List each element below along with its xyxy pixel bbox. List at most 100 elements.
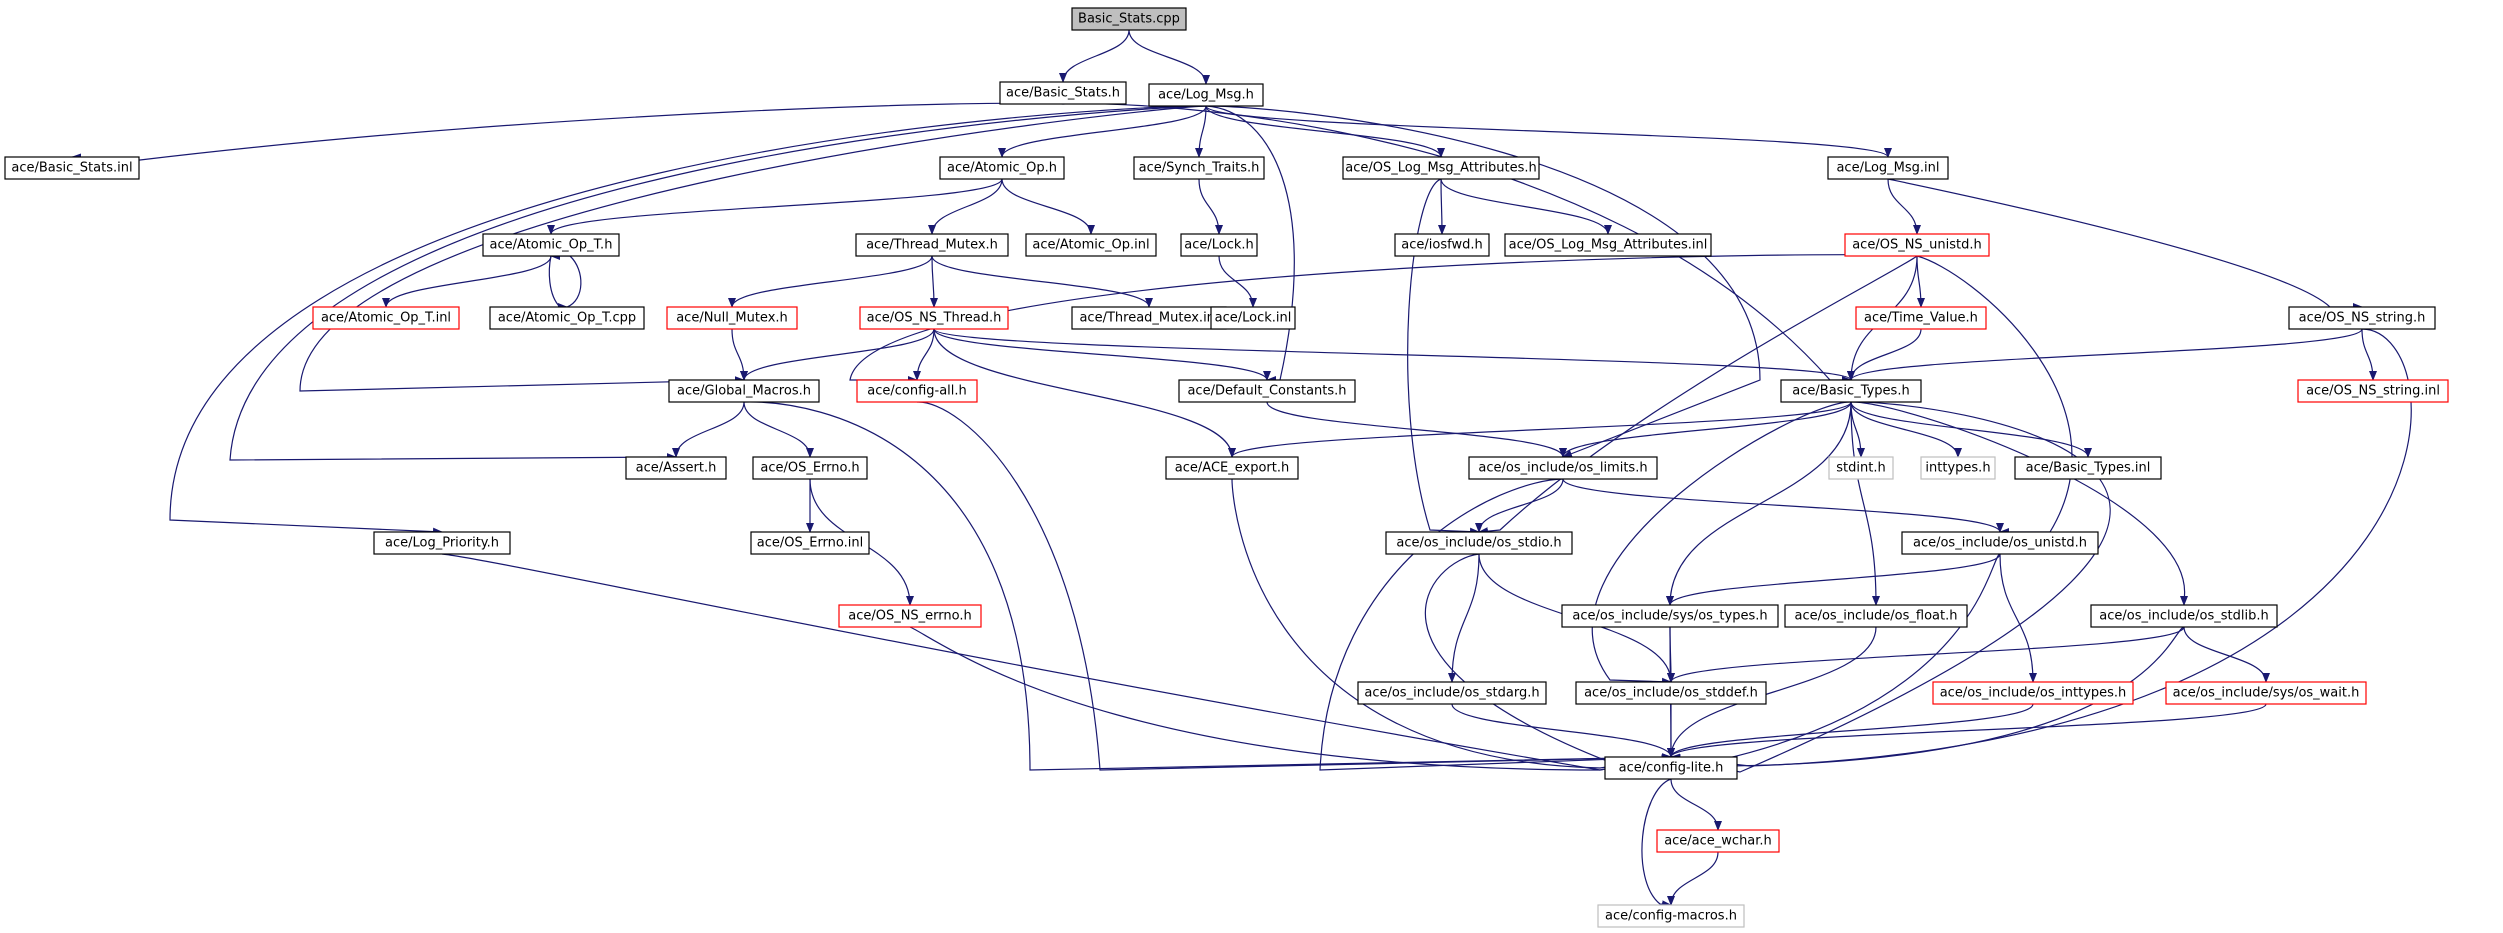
node-lock_h[interactable]: ace/Lock.h <box>1180 233 1258 257</box>
node-box[interactable] <box>668 379 820 403</box>
node-sys_os_types_h[interactable]: ace/os_include/sys/os_types.h <box>1561 604 1779 628</box>
node-box[interactable] <box>1604 756 1738 780</box>
node-ace_wchar_h[interactable]: ace/ace_wchar.h <box>1656 829 1780 853</box>
node-box[interactable] <box>838 604 982 628</box>
node-box[interactable] <box>1148 83 1264 107</box>
node-os_stdarg_h[interactable]: ace/os_include/os_stdarg.h <box>1357 681 1547 705</box>
node-thread_mutex_inl[interactable]: ace/Thread_Mutex.inl <box>1071 306 1227 330</box>
node-box[interactable] <box>1932 681 2134 705</box>
node-null_mutex_h[interactable]: ace/Null_Mutex.h <box>666 306 798 330</box>
node-box[interactable] <box>1827 156 1949 180</box>
node-os_ns_string_inl[interactable]: ace/OS_NS_string.inl <box>2297 379 2449 403</box>
node-os_stddef_h[interactable]: ace/os_include/os_stddef.h <box>1575 681 1767 705</box>
node-box[interactable] <box>1357 681 1547 705</box>
node-os_ns_thread_h[interactable]: ace/OS_NS_Thread.h <box>859 306 1009 330</box>
node-os_log_msg_attr_h[interactable]: ace/OS_Log_Msg_Attributes.h <box>1342 156 1540 180</box>
node-iosfwd_h[interactable]: ace/iosfwd.h <box>1394 233 1490 257</box>
node-box[interactable] <box>1780 379 1922 403</box>
node-lock_inl[interactable]: ace/Lock.inl <box>1210 306 1296 330</box>
node-box[interactable] <box>2288 306 2436 330</box>
node-box[interactable] <box>1844 233 1990 257</box>
node-default_constants_h[interactable]: ace/Default_Constants.h <box>1178 379 1356 403</box>
node-basic_types_inl[interactable]: ace/Basic_Types.inl <box>2014 456 2162 480</box>
node-box[interactable] <box>1828 456 1894 480</box>
node-box[interactable] <box>999 81 1127 105</box>
node-os_ns_errno_h[interactable]: ace/OS_NS_errno.h <box>838 604 982 628</box>
node-box[interactable] <box>1342 156 1540 180</box>
node-thread_mutex_h[interactable]: ace/Thread_Mutex.h <box>855 233 1009 257</box>
node-box[interactable] <box>939 156 1065 180</box>
node-os_errno_h[interactable]: ace/OS_Errno.h <box>752 456 868 480</box>
node-box[interactable] <box>373 531 511 555</box>
node-basic_stats_h[interactable]: ace/Basic_Stats.h <box>999 81 1127 105</box>
node-atomic_op_h[interactable]: ace/Atomic_Op.h <box>939 156 1065 180</box>
node-basic_types_h[interactable]: ace/Basic_Types.h <box>1780 379 1922 403</box>
node-assert_h[interactable]: ace/Assert.h <box>625 456 727 480</box>
node-os_inttypes_h[interactable]: ace/os_include/os_inttypes.h <box>1932 681 2134 705</box>
node-box[interactable] <box>2165 681 2367 705</box>
node-atomic_op_t_h[interactable]: ace/Atomic_Op_T.h <box>482 233 620 257</box>
node-time_value_h[interactable]: ace/Time_Value.h <box>1855 306 1987 330</box>
node-box[interactable] <box>489 306 645 330</box>
node-os_unistd_h[interactable]: ace/os_include/os_unistd.h <box>1901 531 2099 555</box>
node-stdint_h[interactable]: stdint.h <box>1828 456 1894 480</box>
node-box[interactable] <box>855 233 1009 257</box>
node-box[interactable] <box>1165 456 1299 480</box>
node-sys_os_wait_h[interactable]: ace/os_include/sys/os_wait.h <box>2165 681 2367 705</box>
node-box[interactable] <box>1025 233 1157 257</box>
node-box[interactable] <box>856 379 978 403</box>
node-box[interactable] <box>1901 531 2099 555</box>
node-box[interactable] <box>859 306 1009 330</box>
node-box[interactable] <box>1920 456 1996 480</box>
node-box[interactable] <box>1394 233 1490 257</box>
node-box[interactable] <box>1597 904 1745 928</box>
node-box[interactable] <box>312 306 460 330</box>
node-box[interactable] <box>4 156 140 180</box>
node-log_msg_h[interactable]: ace/Log_Msg.h <box>1148 83 1264 107</box>
node-os_log_msg_attr_inl[interactable]: ace/OS_Log_Msg_Attributes.inl <box>1504 233 1712 257</box>
node-basic_stats_cpp[interactable]: Basic_Stats.cpp <box>1071 7 1187 31</box>
node-label: ace/OS_Log_Msg_Attributes.h <box>1345 161 1536 176</box>
node-config_lite_h[interactable]: ace/config-lite.h <box>1604 756 1738 780</box>
node-box[interactable] <box>666 306 798 330</box>
node-ace_export_h[interactable]: ace/ACE_export.h <box>1165 456 1299 480</box>
node-box[interactable] <box>2090 604 2278 628</box>
node-os_limits_h[interactable]: ace/os_include/os_limits.h <box>1468 456 1658 480</box>
node-log_msg_inl[interactable]: ace/Log_Msg.inl <box>1827 156 1949 180</box>
node-os_stdio_h[interactable]: ace/os_include/os_stdio.h <box>1385 531 1573 555</box>
node-box[interactable] <box>1656 829 1780 853</box>
node-synch_traits_h[interactable]: ace/Synch_Traits.h <box>1133 156 1265 180</box>
node-config_macros_h[interactable]: ace/config-macros.h <box>1597 904 1745 928</box>
node-inttypes_h[interactable]: inttypes.h <box>1920 456 1996 480</box>
node-box[interactable] <box>1385 531 1573 555</box>
node-atomic_op_t_cpp[interactable]: ace/Atomic_Op_T.cpp <box>489 306 645 330</box>
node-os_float_h[interactable]: ace/os_include/os_float.h <box>1784 604 1968 628</box>
node-box[interactable] <box>1561 604 1779 628</box>
node-log_priority_h[interactable]: ace/Log_Priority.h <box>373 531 511 555</box>
node-os_ns_string_h[interactable]: ace/OS_NS_string.h <box>2288 306 2436 330</box>
node-box[interactable] <box>1504 233 1712 257</box>
node-box[interactable] <box>1178 379 1356 403</box>
node-os_ns_unistd_h[interactable]: ace/OS_NS_unistd.h <box>1844 233 1990 257</box>
node-box[interactable] <box>1071 7 1187 31</box>
node-box[interactable] <box>625 456 727 480</box>
node-os_errno_inl[interactable]: ace/OS_Errno.inl <box>750 531 870 555</box>
node-box[interactable] <box>1784 604 1968 628</box>
node-atomic_op_inl[interactable]: ace/Atomic_Op.inl <box>1025 233 1157 257</box>
node-config_all_h[interactable]: ace/config-all.h <box>856 379 978 403</box>
node-box[interactable] <box>752 456 868 480</box>
node-box[interactable] <box>1133 156 1265 180</box>
node-os_stdlib_h[interactable]: ace/os_include/os_stdlib.h <box>2090 604 2278 628</box>
node-box[interactable] <box>750 531 870 555</box>
node-box[interactable] <box>1855 306 1987 330</box>
node-basic_stats_inl[interactable]: ace/Basic_Stats.inl <box>4 156 140 180</box>
node-box[interactable] <box>2014 456 2162 480</box>
node-box[interactable] <box>482 233 620 257</box>
node-atomic_op_t_inl[interactable]: ace/Atomic_Op_T.inl <box>312 306 460 330</box>
node-box[interactable] <box>1180 233 1258 257</box>
node-box[interactable] <box>1575 681 1767 705</box>
node-box[interactable] <box>2297 379 2449 403</box>
node-box[interactable] <box>1468 456 1658 480</box>
node-box[interactable] <box>1210 306 1296 330</box>
node-global_macros_h[interactable]: ace/Global_Macros.h <box>668 379 820 403</box>
